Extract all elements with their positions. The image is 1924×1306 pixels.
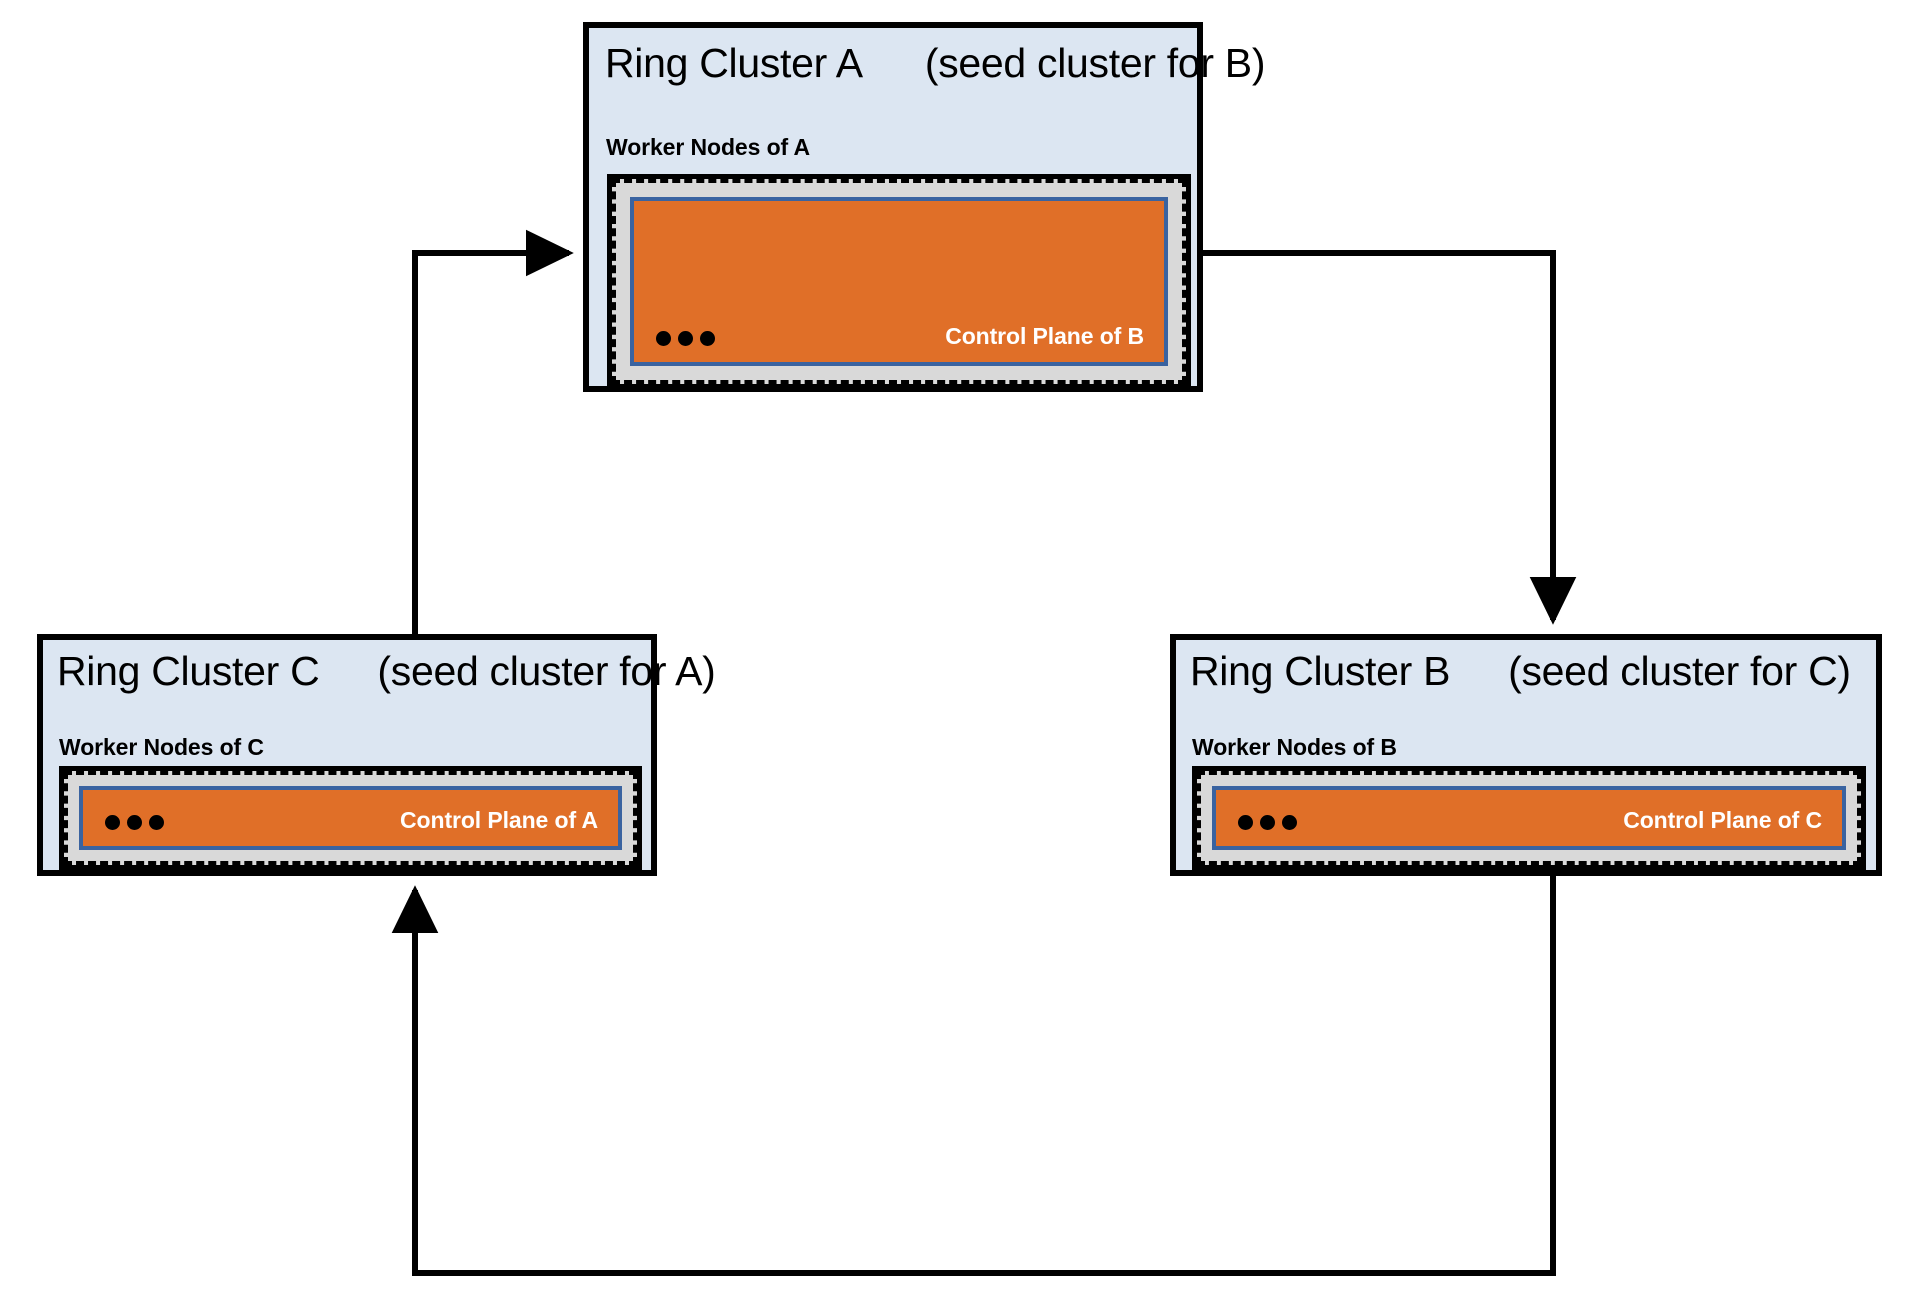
- arrow-b-to-c: [391, 876, 1556, 1276]
- cluster-a-worker-nodes-box: Control Plane of B: [607, 174, 1191, 389]
- cluster-c-control-plane-label: Control Plane of A: [400, 807, 598, 833]
- cluster-ring-cluster-b[interactable]: Ring Cluster B (seed cluster for C) Work…: [1170, 634, 1882, 876]
- cluster-b-seed-note: (seed cluster for C): [1508, 648, 1851, 694]
- cluster-b-title: Ring Cluster B: [1190, 648, 1451, 694]
- cluster-a-node-boundary: Control Plane of B: [612, 179, 1186, 384]
- cluster-b-control-plane-box[interactable]: Control Plane of C: [1212, 786, 1846, 850]
- ellipsis-icon: [1238, 815, 1297, 830]
- cluster-a-title: Ring Cluster A: [605, 40, 863, 86]
- ellipsis-icon: [656, 331, 715, 346]
- cluster-ring-cluster-a[interactable]: Ring Cluster A (seed cluster for B) Work…: [583, 22, 1266, 392]
- cluster-c-title: Ring Cluster C: [57, 648, 320, 694]
- cluster-c-control-plane-box[interactable]: Control Plane of A: [79, 786, 622, 850]
- cluster-a-control-plane-label: Control Plane of B: [945, 323, 1144, 349]
- cluster-b-header: Ring Cluster B (seed cluster for C): [1190, 648, 1876, 695]
- arrow-a-to-b: [1203, 250, 1577, 625]
- cluster-b-worker-nodes-box: Control Plane of C: [1192, 766, 1866, 870]
- cluster-ring-cluster-c[interactable]: Ring Cluster C (seed cluster for A) Work…: [37, 634, 716, 876]
- cluster-a-seed-note: (seed cluster for B): [924, 40, 1266, 86]
- cluster-b-worker-nodes-label: Worker Nodes of B: [1192, 734, 1397, 760]
- cluster-c-worker-nodes-label: Worker Nodes of C: [59, 734, 264, 760]
- cluster-c-seed-note: (seed cluster for A): [377, 648, 716, 694]
- cluster-c-worker-nodes-box: Control Plane of A: [59, 766, 642, 870]
- cluster-a-header: Ring Cluster A (seed cluster for B): [605, 40, 1266, 87]
- cluster-a-worker-nodes-label: Worker Nodes of A: [606, 134, 811, 160]
- ellipsis-icon: [105, 815, 164, 830]
- cluster-c-header: Ring Cluster C (seed cluster for A): [57, 648, 716, 695]
- cluster-b-node-boundary: Control Plane of C: [1197, 771, 1861, 865]
- cluster-a-control-plane-box[interactable]: Control Plane of B: [630, 197, 1168, 366]
- cluster-b-control-plane-label: Control Plane of C: [1623, 807, 1822, 833]
- cluster-c-node-boundary: Control Plane of A: [64, 771, 637, 865]
- arrow-c-to-a: [412, 229, 574, 634]
